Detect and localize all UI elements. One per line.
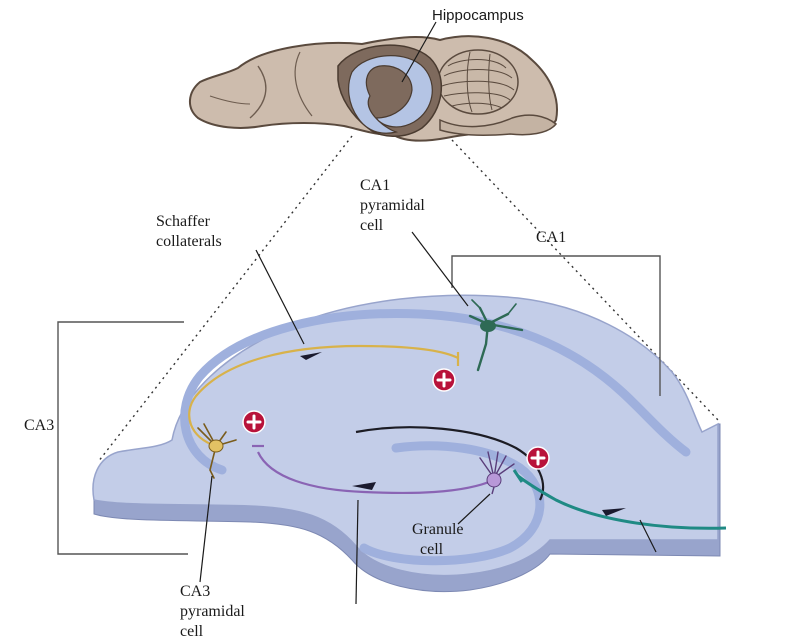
mossy-fiber-path [257,451,495,495]
label-ca1-pyramidal-cell: CA1 pyramidal cell [360,177,429,234]
excitatory-plus-icon [242,410,266,434]
ca1-cell-leader [411,231,469,307]
ca1-bracket [451,255,661,396]
label-ca1: CA1 [536,229,566,246]
brain-hippocampus [348,55,433,134]
ca1-pyramidal-neuron [468,299,524,372]
mossy-direction-arrow [352,482,376,490]
label-ca3-pyramidal-cell: CA3 pyramidal cell [180,583,249,640]
perforant-direction-arrow [602,508,626,516]
excitatory-plus-icon [432,368,456,392]
ca3-bracket [57,321,188,555]
label-hippocampus: Hippocampus [432,7,524,24]
mossy-leader [355,499,359,605]
brainstem [439,114,558,136]
perforant-leader [639,519,657,553]
dentate-gyrus-band [359,441,545,566]
rat-brain [189,21,558,142]
granule-leader [457,493,491,525]
perforant-terminal [512,469,524,483]
granule-layer [355,426,545,501]
cerebellum [437,49,519,115]
ca3-cell-leader [199,475,213,583]
hippocampus-leader [401,21,437,83]
label-ca3: CA3 [24,417,54,434]
schaffer-collateral-path [188,344,459,448]
schaffer-direction-arrow [300,352,322,360]
granule-neuron [479,451,515,495]
brain-fold [294,51,313,117]
brain-fold [249,65,267,119]
excitatory-plus-icon [526,446,550,470]
label-schaffer-collaterals: Schaffer collaterals [156,213,222,250]
hippocampal-slice [92,294,721,593]
slice-face [92,294,719,577]
perforant-path [517,474,727,530]
ammons-horn-band [180,309,691,475]
ca3-pyramidal-neuron [197,423,237,479]
schaffer-leader [255,249,305,345]
zoom-guide-right [451,139,719,421]
brain-fold [209,95,251,105]
label-granule-cell: Granule cell [412,521,468,558]
